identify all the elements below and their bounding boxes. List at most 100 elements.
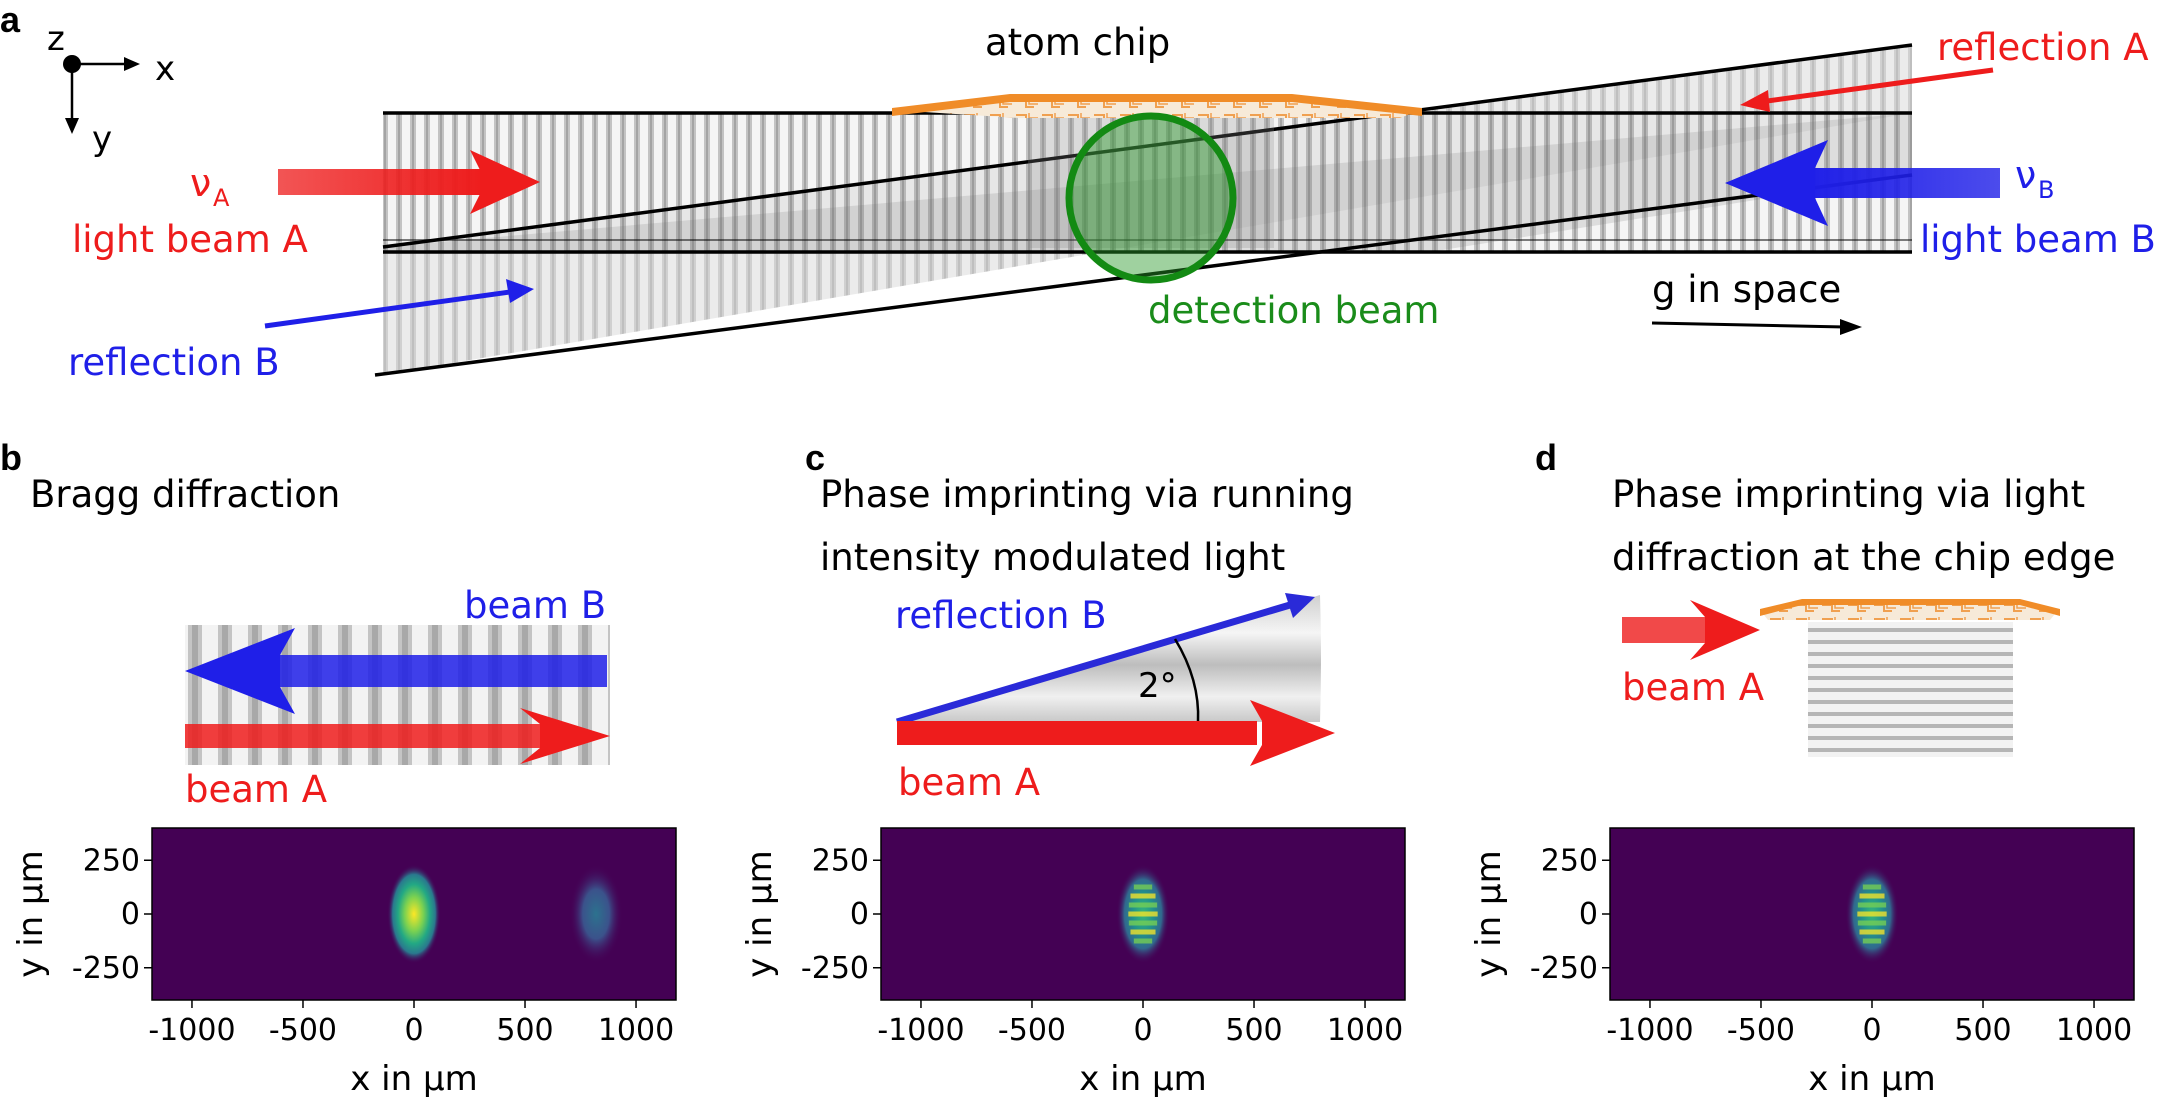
x-tick-label: 1000 <box>598 1013 674 1048</box>
nu-b-label: ν <box>2015 153 2036 197</box>
nu-a-label: ν <box>190 161 211 205</box>
reflection-a-arrow <box>1759 67 1994 105</box>
g-in-space-label: g in space <box>1652 268 1841 311</box>
angle-label: 2° <box>1138 666 1177 706</box>
reflection-a-arrowhead-icon <box>1740 90 1770 112</box>
panel-d: d Phase imprinting via light diffraction… <box>1469 437 2135 1099</box>
z-axis-label: z <box>47 19 65 59</box>
y-axis-label: y in µm <box>740 850 780 977</box>
interference-fringe <box>1130 893 1156 899</box>
beam-a-arrowhead-icon <box>1690 600 1760 660</box>
atom-chip <box>892 94 1422 118</box>
angle-arc <box>1173 638 1200 723</box>
nu-a-subscript: A <box>213 184 230 212</box>
panel-letter-d: d <box>1535 437 1557 478</box>
detection-beam-circle <box>1065 112 1237 284</box>
panel-d-title-line1: Phase imprinting via light <box>1612 473 2085 516</box>
x-tick-label: -500 <box>1727 1013 1795 1048</box>
beam-a-arrowhead-icon <box>520 708 610 764</box>
x-axis-label: x in µm <box>1079 1059 1206 1099</box>
interference-region <box>383 113 1912 252</box>
x-tick-label: -1000 <box>877 1013 964 1048</box>
beam-b-label: beam B <box>464 584 606 627</box>
interference-fringe <box>1857 911 1887 917</box>
atom-cloud <box>569 864 623 964</box>
atom-chip-edge <box>1760 599 2060 616</box>
panel-a: a z x y atom chip <box>0 0 2156 384</box>
light-beam-a-arrow-shaft <box>278 169 488 195</box>
x-tick-label: -1000 <box>1606 1013 1693 1048</box>
x-tick-label: -1000 <box>148 1013 235 1048</box>
panel-b-title: Bragg diffraction <box>30 473 340 516</box>
reflection-b-arrowhead-icon <box>1285 593 1315 618</box>
beam-a-arrow-shaft <box>185 724 555 748</box>
y-tick-label: 0 <box>1579 897 1598 932</box>
x-axis-label: x in µm <box>1808 1059 1935 1099</box>
panel-b: b Bragg diffraction beam B beam A -1000-… <box>0 437 677 1099</box>
detection-beam-label: detection beam <box>1148 289 1439 332</box>
x-tick-label: 0 <box>404 1013 423 1048</box>
interference-fringe <box>1857 920 1887 926</box>
panel-c: c Phase imprinting via running intensity… <box>740 437 1406 1099</box>
reflection-a-label: reflection A <box>1937 26 2149 69</box>
y-tick-label: -250 <box>801 951 869 986</box>
coordinate-axes: z x y <box>47 19 175 159</box>
x-tick-label: -500 <box>998 1013 1066 1048</box>
interference-fringe <box>1133 938 1153 944</box>
gravity-arrow <box>1651 321 1846 329</box>
interference-fringe <box>1857 902 1887 908</box>
x-tick-label: 1000 <box>1327 1013 1403 1048</box>
x-axis-label: x in µm <box>350 1059 477 1099</box>
interference-fringe <box>1859 893 1885 899</box>
beam-a-arrowhead-icon <box>1250 700 1335 766</box>
x-tick-label: 0 <box>1862 1013 1881 1048</box>
y-tick-label: 0 <box>121 897 140 932</box>
x-arrowhead-icon <box>124 57 140 71</box>
y-tick-label: 250 <box>1541 843 1598 878</box>
y-tick-label: 250 <box>812 843 869 878</box>
beam-a-label: beam A <box>1622 666 1764 709</box>
y-tick-label: -250 <box>1530 951 1598 986</box>
atom-chip-edge <box>892 94 1422 116</box>
reflection-b-arrowhead-icon <box>506 279 534 303</box>
heatmap-clouds <box>1845 864 1899 964</box>
panel-letter-b: b <box>0 437 22 478</box>
heatmap-clouds <box>1116 864 1170 964</box>
heatmap-clouds <box>387 864 623 964</box>
nu-b-subscript: B <box>2038 176 2054 204</box>
reflection-edge-lower <box>374 173 1913 377</box>
light-beam-a-arrowhead-icon <box>470 150 540 214</box>
light-beam-b-label: light beam B <box>1920 218 2156 261</box>
x-tick-label: 0 <box>1133 1013 1152 1048</box>
atom-chip-label: atom chip <box>985 21 1170 64</box>
beam-a-arrow-shaft <box>1622 617 1712 643</box>
gravity-arrowhead-icon <box>1840 319 1862 335</box>
reflection-b-arrow <box>896 601 1291 726</box>
interference-fringe <box>1128 911 1158 917</box>
x-tick-label: 500 <box>1954 1013 2011 1048</box>
y-axis-label: y in µm <box>11 850 51 977</box>
diffraction-fringes <box>1808 622 2013 757</box>
interference-fringe <box>1862 938 1882 944</box>
x-tick-label: -500 <box>269 1013 337 1048</box>
beam-a-label: beam A <box>185 768 327 811</box>
beam-a-label: beam A <box>898 761 1040 804</box>
interference-fringe <box>1862 884 1882 890</box>
y-tick-label: -250 <box>72 951 140 986</box>
y-arrowhead-icon <box>65 118 79 134</box>
x-axis-label: x <box>155 49 175 89</box>
reflection-b-arrow <box>264 289 511 329</box>
reflection-b-label: reflection B <box>895 594 1107 637</box>
panel-letter-a: a <box>0 0 21 40</box>
y-axis-label: y in µm <box>1469 850 1509 977</box>
reflection-wedge <box>383 45 1912 375</box>
panel-c-title-line1: Phase imprinting via running <box>820 473 1354 516</box>
light-beam-a-label: light beam A <box>72 218 308 261</box>
reflection-edge-upper <box>382 43 1913 249</box>
beam-b-arrow-shaft <box>270 655 607 687</box>
interference-fringe <box>1128 920 1158 926</box>
beam-b-arrowhead-icon <box>185 628 295 714</box>
